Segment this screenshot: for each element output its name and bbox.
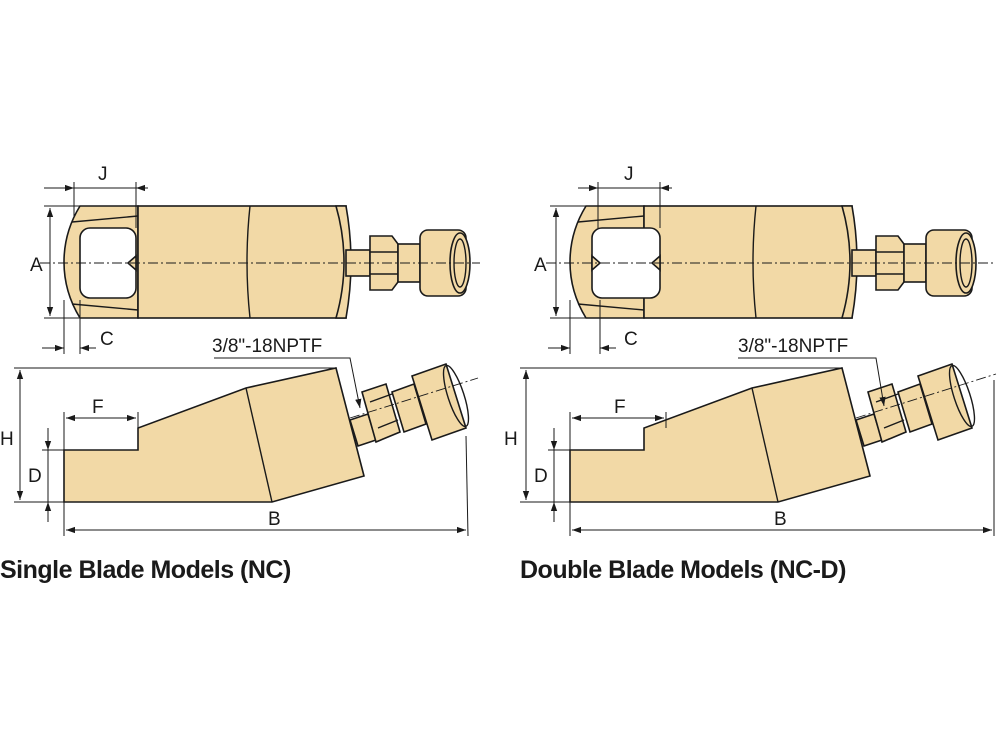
dim-h-label: H bbox=[504, 429, 518, 450]
double-blade-side-view: 3/8"-18NPTF H D F B bbox=[504, 336, 997, 536]
dim-h-label: H bbox=[0, 429, 14, 450]
port-thread-label: 3/8"-18NPTF bbox=[738, 336, 848, 357]
single-blade-top-view: A J C bbox=[30, 164, 480, 354]
dim-b-label: B bbox=[268, 509, 281, 530]
dim-j-label: J bbox=[98, 164, 108, 185]
dim-c-label: C bbox=[100, 329, 114, 350]
dim-a-label: A bbox=[534, 255, 547, 276]
caption: Single Blade Models (NC) bbox=[0, 556, 291, 584]
dim-d-label: D bbox=[28, 466, 42, 487]
double-blade-top-view: A J C bbox=[534, 164, 996, 354]
dim-j-label: J bbox=[624, 164, 634, 185]
dim-a-label: A bbox=[30, 255, 43, 276]
dim-b-label: B bbox=[774, 509, 787, 530]
double-blade-view: A J C 3/8"-18NPTF H bbox=[504, 164, 997, 584]
single-blade-side-view: 3/8"-18NPTF H D F B bbox=[0, 336, 479, 537]
dim-d-label: D bbox=[534, 466, 548, 487]
dim-f-label: F bbox=[614, 397, 626, 418]
port-thread-label: 3/8"-18NPTF bbox=[212, 336, 322, 357]
single-blade-view: A J C 3/8"-18NPTF H bbox=[0, 164, 480, 584]
dim-f-label: F bbox=[92, 397, 104, 418]
caption: Double Blade Models (NC-D) bbox=[520, 556, 846, 584]
dim-c-label: C bbox=[624, 329, 638, 350]
